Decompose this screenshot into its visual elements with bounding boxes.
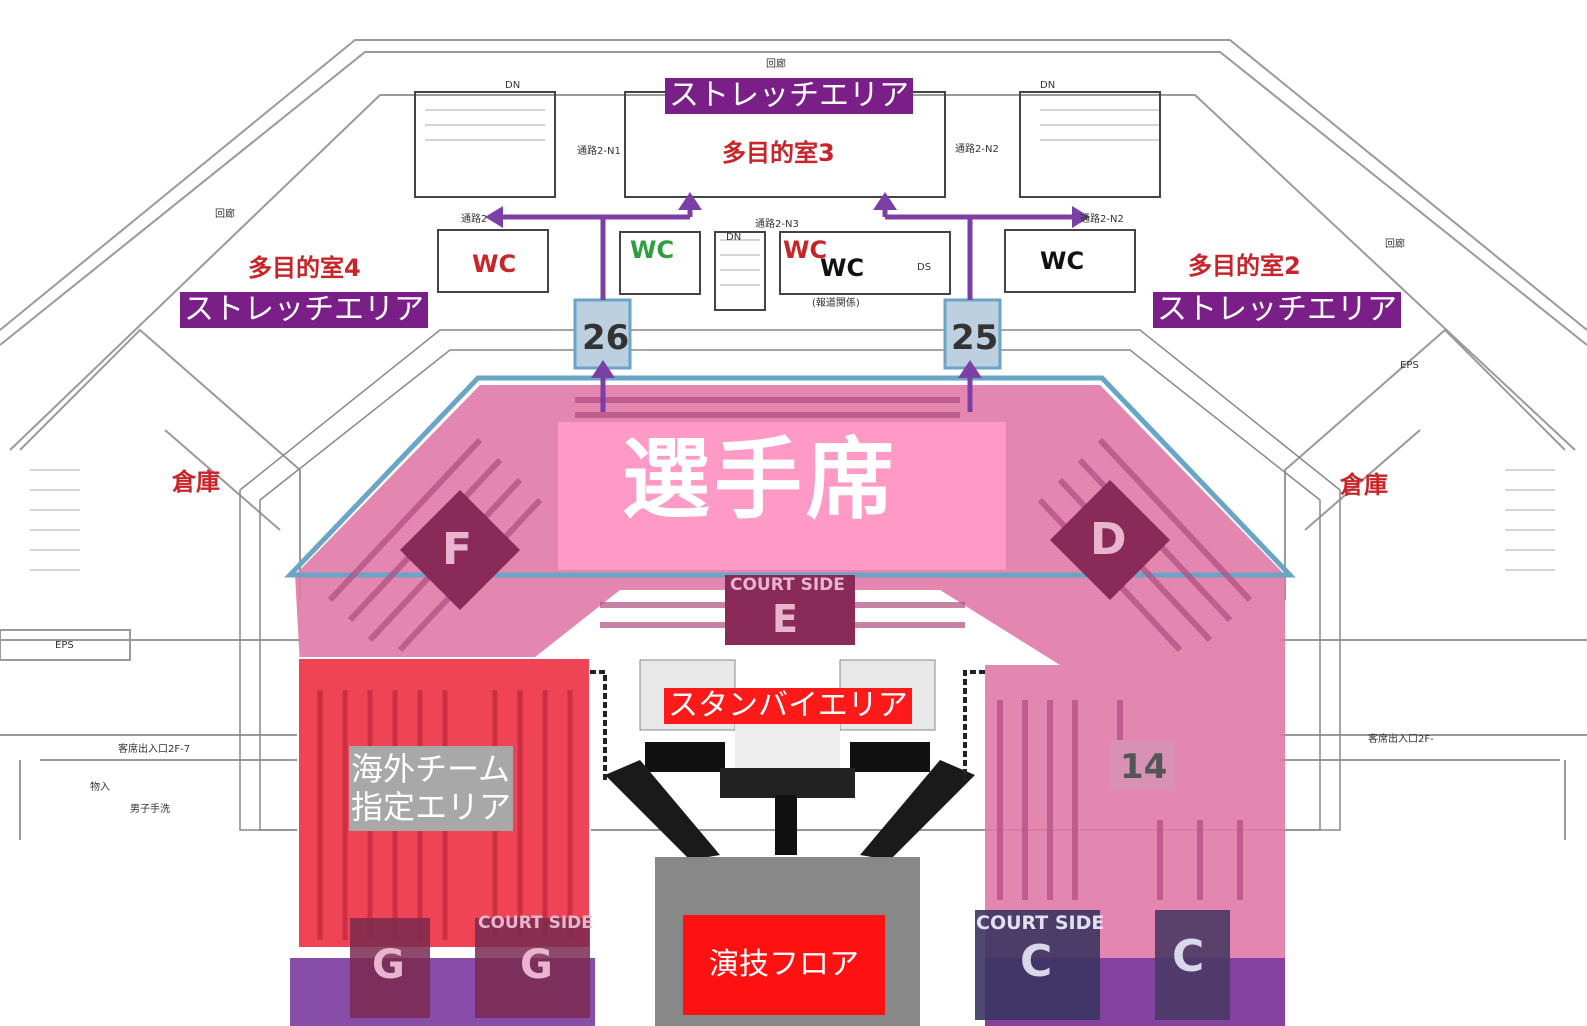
pink-seating-bowl xyxy=(295,385,1285,1026)
section-c1-label: C xyxy=(1020,936,1053,987)
dn-top-left: DN xyxy=(505,80,521,91)
dn-center: DN xyxy=(726,232,742,243)
wc-center-black: WC xyxy=(820,254,865,282)
mens-toilet: 男子手洗 xyxy=(130,804,170,815)
section-c2-label: C xyxy=(1172,931,1205,982)
bowl-border xyxy=(284,375,1296,578)
passage-right: 通路2-N2 xyxy=(1080,214,1124,225)
section-e-label: E xyxy=(772,597,798,641)
wc-center-red: WC xyxy=(783,236,828,264)
eps-left: EPS xyxy=(55,640,74,651)
gate-26: 26 xyxy=(582,318,630,358)
stretch-area-right: ストレッチエリア xyxy=(1153,292,1401,328)
wc-right: WC xyxy=(1040,247,1085,275)
block-14-box xyxy=(1110,740,1175,790)
court-side-e-label: COURT SIDE xyxy=(730,575,845,595)
storage-left: 倉庫 xyxy=(172,468,220,496)
passage-n2: 通路2-N2 xyxy=(955,144,999,155)
storage-small: 物入 xyxy=(90,782,110,793)
section-f-diamond xyxy=(400,490,520,610)
passage-left: 通路2 xyxy=(461,214,488,225)
stretch-area-top: ストレッチエリア xyxy=(665,78,913,114)
section-g2-block xyxy=(475,918,590,1018)
multipurpose-room-4: 多目的室4 xyxy=(248,254,361,282)
route-arrows xyxy=(485,192,1090,412)
corridor-right: 回廊 xyxy=(1385,239,1405,250)
wc-left: WC xyxy=(472,250,517,278)
dn-top-right: DN xyxy=(1040,80,1056,91)
wc-center-green: WC xyxy=(630,236,675,264)
broadcast: (報道関係) xyxy=(812,298,860,309)
eps-right: EPS xyxy=(1400,360,1419,371)
multipurpose-room-2: 多目的室2 xyxy=(1188,252,1301,280)
ds-label: DS xyxy=(917,262,932,273)
corridor-left: 回廊 xyxy=(215,209,235,220)
gate-25: 25 xyxy=(951,318,999,358)
passage-n1: 通路2-N1 xyxy=(577,146,621,157)
player-seats-block xyxy=(558,422,1006,570)
storage-right: 倉庫 xyxy=(1340,471,1388,499)
section-c2-block xyxy=(1155,910,1230,1020)
standby-area-label: スタンバイエリア xyxy=(664,688,912,724)
exit-left: 客席出入口2F-7 xyxy=(118,744,191,755)
player-seats-label: 選手席 xyxy=(622,428,899,531)
block-14-label: 14 xyxy=(1120,747,1168,787)
performance-floor-label: 演技フロア xyxy=(683,915,885,1015)
multipurpose-room-3: 多目的室3 xyxy=(722,139,835,167)
overseas-team-label: 海外チーム 指定エリア xyxy=(349,746,514,831)
section-d-diamond xyxy=(1050,480,1170,600)
court-side-g-label: COURT SIDE xyxy=(478,913,593,933)
section-e-block xyxy=(725,575,855,645)
section-g1-block xyxy=(350,918,430,1018)
section-c1-block xyxy=(975,910,1100,1020)
stairs xyxy=(30,109,1555,571)
section-f-label: F xyxy=(442,524,473,575)
passage-n3: 通路2-N3 xyxy=(755,219,799,230)
seating-rings xyxy=(239,329,1341,831)
section-g1-label: G xyxy=(372,942,405,988)
stretch-area-left: ストレッチエリア xyxy=(180,292,428,328)
exit-right: 客席出入口2F- xyxy=(1368,734,1434,745)
court-side-c-label: COURT SIDE xyxy=(976,912,1105,934)
section-g2-label: G xyxy=(520,942,553,988)
section-d-label: D xyxy=(1090,514,1127,565)
corridor-top: 回廊 xyxy=(766,59,786,70)
